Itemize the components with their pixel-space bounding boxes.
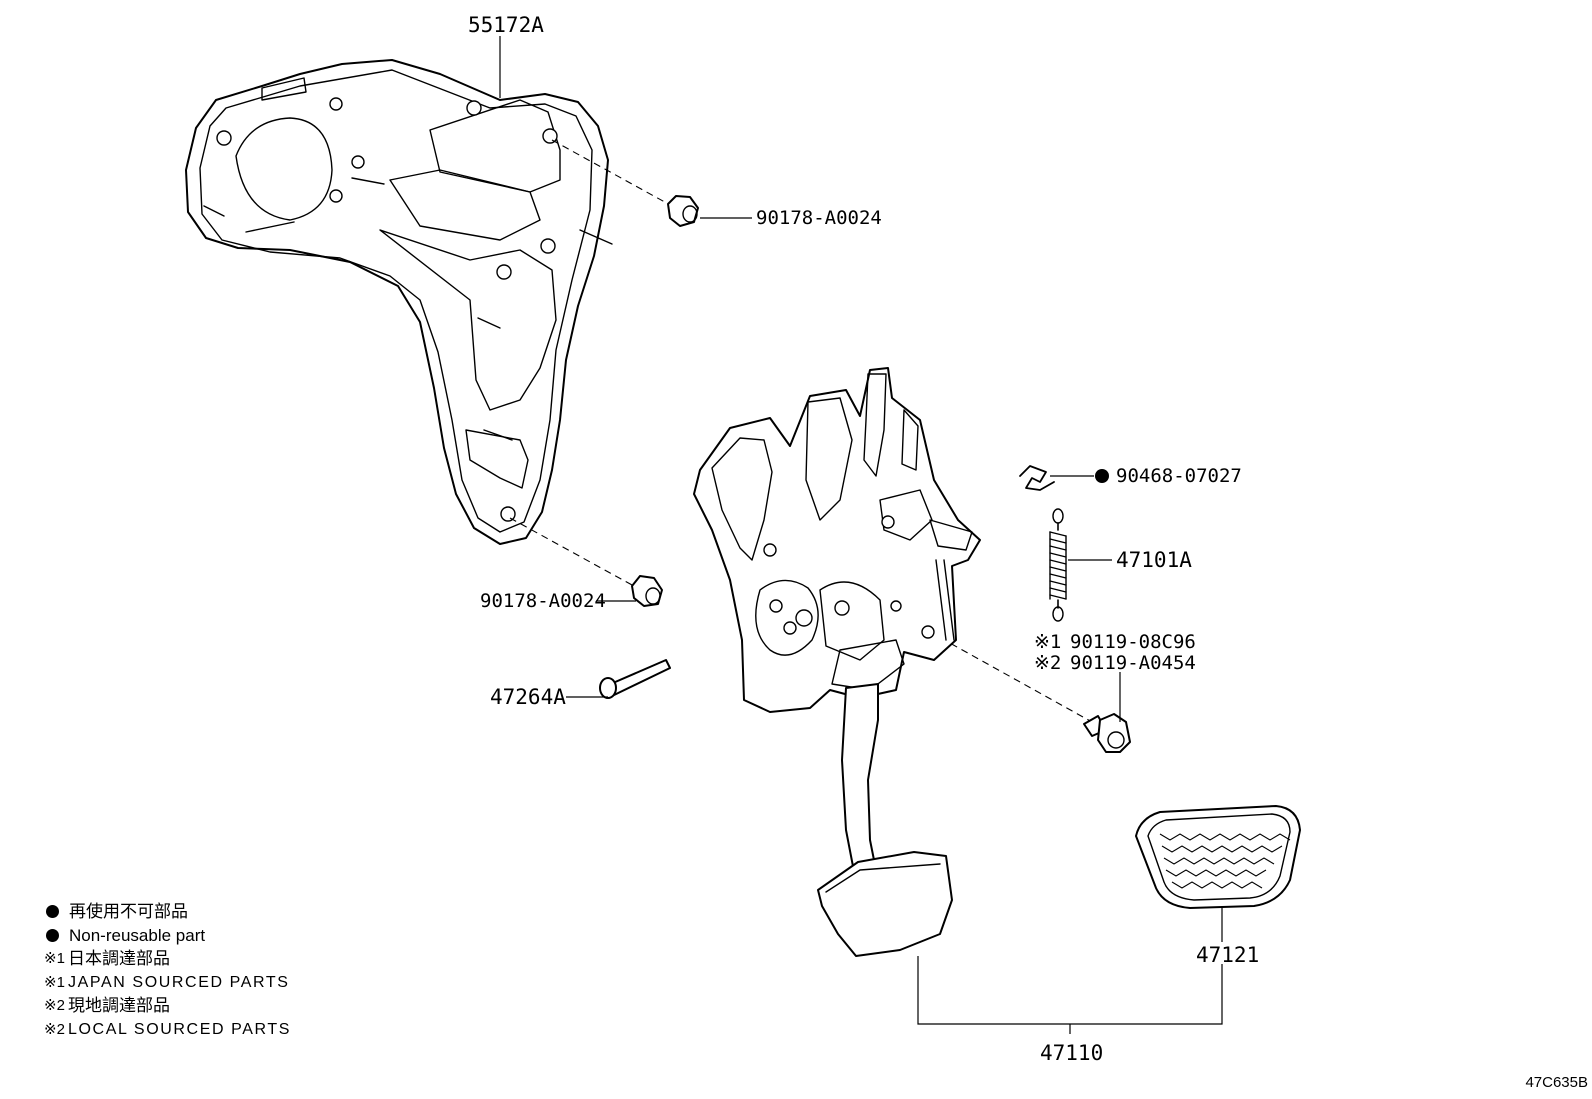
label-bolt-mark-1: ※1 [1034, 631, 1061, 653]
label-47264A: 47264A [490, 685, 566, 709]
legend-mark: ※1 [44, 973, 65, 991]
non-reusable-dot-icon [46, 905, 59, 919]
pedal-arm-drawing [817, 683, 953, 957]
non-reusable-dot-90468 [1095, 469, 1109, 483]
leader-47110-bracket [917, 956, 1223, 1025]
spring-47101A-drawing [1049, 508, 1067, 622]
pedal-bracket-drawing [693, 367, 981, 713]
legend-text: JAPAN SOURCED PARTS [68, 973, 290, 991]
legend-text: 再使用不可部品 [69, 902, 188, 921]
legend: 再使用不可部品 Non-reusable part ※1 日本調達部品 ※1 J… [44, 900, 291, 1041]
nut-lower-drawing [631, 575, 663, 607]
pin-47264A-drawing [599, 659, 671, 699]
pedal-pad-47121-drawing [1135, 805, 1301, 909]
label-90178-upper: 90178-A0024 [756, 207, 882, 229]
label-90178-lower: 90178-A0024 [480, 590, 606, 612]
bolt-drawing [1083, 713, 1131, 753]
assembly-line-bolt [929, 631, 1093, 723]
label-bolt-2: 90119-A0454 [1070, 652, 1196, 674]
label-47101A: 47101A [1116, 548, 1192, 572]
assembly-line-upper-nut [551, 139, 673, 207]
legend-row: ※1 JAPAN SOURCED PARTS [44, 971, 291, 995]
label-90468: 90468-07027 [1116, 465, 1242, 487]
clip-90468-drawing [1019, 465, 1055, 491]
legend-mark: ※2 [44, 997, 65, 1014]
legend-row: ※2 LOCAL SOURCED PARTS [44, 1018, 291, 1042]
label-bolt-mark-2: ※2 [1034, 652, 1061, 674]
legend-row: Non-reusable part [44, 924, 291, 948]
legend-text: LOCAL SOURCED PARTS [68, 1020, 292, 1038]
bracket-55172A-drawing [185, 59, 613, 545]
label-55172A: 55172A [468, 13, 544, 37]
legend-text: Non-reusable part [69, 925, 206, 945]
legend-row: 再使用不可部品 [44, 900, 291, 924]
diagram-reference-code: 47C635B [1525, 1074, 1588, 1091]
legend-row: ※1 日本調達部品 [44, 947, 291, 971]
legend-row: ※2 現地調達部品 [44, 994, 291, 1018]
legend-mark: ※1 [44, 950, 65, 967]
label-bolt-1: 90119-08C96 [1070, 631, 1196, 653]
non-reusable-dot-icon [46, 928, 59, 942]
label-47121: 47121 [1196, 943, 1259, 967]
label-47110: 47110 [1040, 1041, 1103, 1065]
legend-mark: ※2 [44, 1020, 65, 1038]
legend-text: 日本調達部品 [68, 949, 170, 968]
legend-text: 現地調達部品 [68, 996, 170, 1015]
nut-upper-drawing [667, 195, 699, 227]
